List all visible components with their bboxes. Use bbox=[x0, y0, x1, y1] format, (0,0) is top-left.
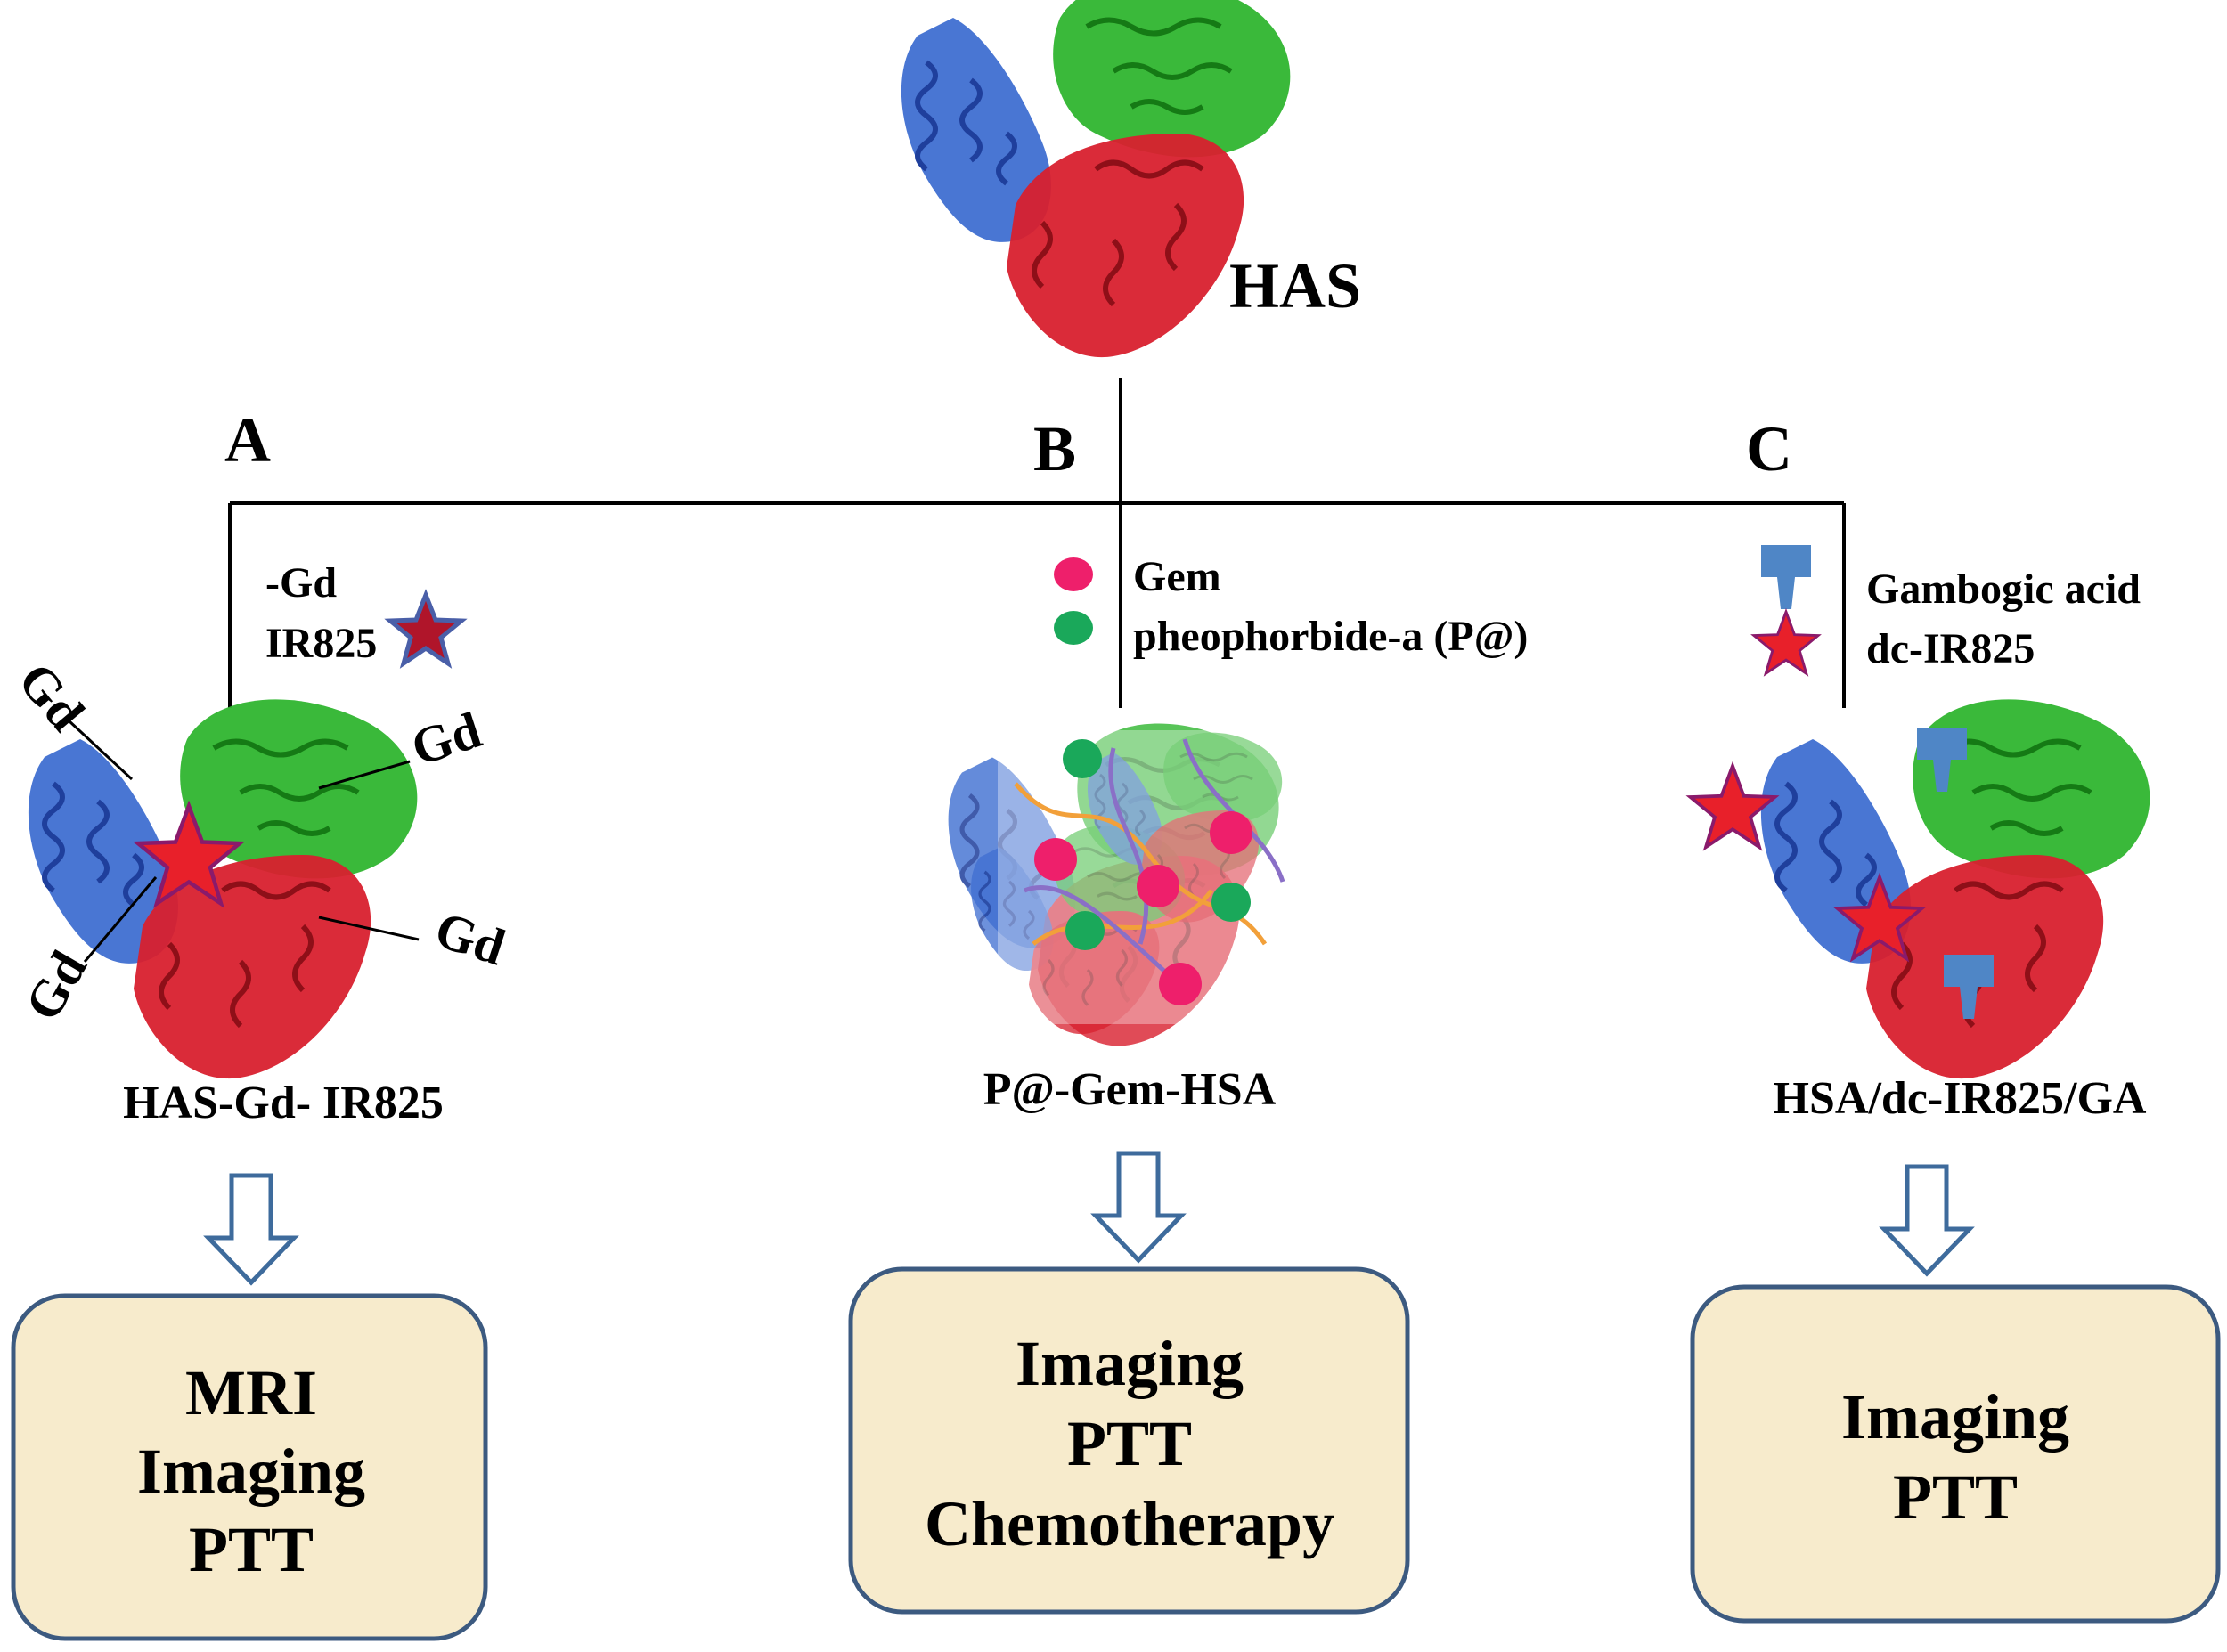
tree-lines bbox=[228, 378, 1846, 708]
pheo-legend-icon bbox=[1054, 611, 1093, 645]
gd-label-bottom-left: Gd bbox=[13, 941, 98, 1030]
outcome-c-1: Imaging bbox=[1841, 1381, 2069, 1453]
gem-particles bbox=[1034, 811, 1252, 1005]
branch-a-arrow bbox=[208, 1176, 294, 1282]
branch-a-protein bbox=[29, 699, 417, 1078]
star-legend-icon bbox=[384, 589, 468, 669]
branch-a-legend-ir825: IR825 bbox=[265, 620, 377, 667]
branch-a-outcome-box: MRI Imaging PTT bbox=[11, 1293, 488, 1641]
branch-c-letter: C bbox=[1746, 413, 1792, 484]
protein-label: HAS bbox=[1229, 250, 1361, 321]
gd-pointer-lines bbox=[68, 720, 420, 963]
gd-label-top-right: Gd bbox=[404, 701, 488, 777]
branch-a-product: HAS-Gd- IR825 bbox=[123, 1078, 444, 1128]
branch-c-star-1 bbox=[1688, 764, 1777, 850]
outcome-a-2: Imaging bbox=[137, 1436, 365, 1507]
gd-label-top-left: Gd bbox=[7, 652, 96, 742]
branch-a-legend-gd: -Gd bbox=[265, 559, 337, 606]
branch-b-letter: B bbox=[1033, 413, 1076, 484]
pheo-particles bbox=[1063, 739, 1251, 950]
gem-legend-icon bbox=[1054, 557, 1093, 591]
branch-b-nanoparticle bbox=[949, 724, 1292, 1046]
branch-b-outcome-box: Imaging PTT Chemotherapy bbox=[848, 1266, 1410, 1615]
ga-legend-icon bbox=[1761, 545, 1811, 609]
branch-c-arrow bbox=[1884, 1167, 1970, 1274]
outcome-b-1: Imaging bbox=[1016, 1328, 1244, 1399]
branch-c-product: HSA/dc-IR825/GA bbox=[1774, 1073, 2147, 1124]
branch-a-letter: A bbox=[224, 404, 271, 476]
branch-c-legend-ga: Gambogic acid bbox=[1866, 566, 2141, 613]
branch-b-product: P@-Gem-HSA bbox=[983, 1064, 1277, 1115]
branch-c-outcome-box: Imaging PTT bbox=[1690, 1284, 2221, 1624]
outcome-a-1: MRI bbox=[185, 1357, 317, 1428]
outcome-a-3: PTT bbox=[189, 1514, 314, 1585]
branch-b-legend-gem: Gem bbox=[1133, 553, 1221, 600]
branch-b-arrow bbox=[1096, 1153, 1181, 1260]
gd-label-bottom-right: Gd bbox=[428, 900, 512, 977]
branch-c-legend-dc: dc-IR825 bbox=[1866, 625, 2035, 672]
outcome-b-3: Chemotherapy bbox=[925, 1488, 1334, 1559]
branch-b-legend-pheo: pheophorbide-a (P@) bbox=[1133, 613, 1528, 660]
outcome-b-2: PTT bbox=[1067, 1408, 1192, 1479]
dc-ir825-legend-icon bbox=[1752, 610, 1820, 675]
outcome-c-2: PTT bbox=[1893, 1461, 2018, 1533]
